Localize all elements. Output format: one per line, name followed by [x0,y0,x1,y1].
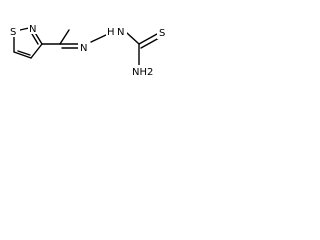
bond-c5-c4 [13,51,32,59]
bond-c-s-1 [138,33,158,45]
molecule-canvas: S N N H N S NH2 [0,0,200,105]
bond-nh-c [126,32,140,45]
atom-amine-nh2: NH2 [132,67,153,78]
atom-imine-n: N [80,43,87,54]
atom-hydrazine-h: H [107,27,115,38]
bond-n-nh [90,34,107,43]
atom-hydrazine-n: N [117,27,124,38]
isothiazole-ring [13,27,43,59]
bond-c3-n-inner [31,33,39,45]
bond-c-s-2 [140,37,160,49]
bond-cimine-methyl [59,29,70,45]
side-chain [41,29,160,66]
molecule-structure: S N N H N S NH2 [8,22,169,79]
atom-labels: S N N H N S NH2 [8,22,169,79]
atom-thione-s: S [159,28,165,39]
bond-c4-c3 [30,43,43,59]
bond-n-s [19,27,30,31]
atom-ring-n: N [29,24,36,35]
atom-ring-s: S [10,27,16,38]
bond-c5-c4-inner [17,50,31,56]
